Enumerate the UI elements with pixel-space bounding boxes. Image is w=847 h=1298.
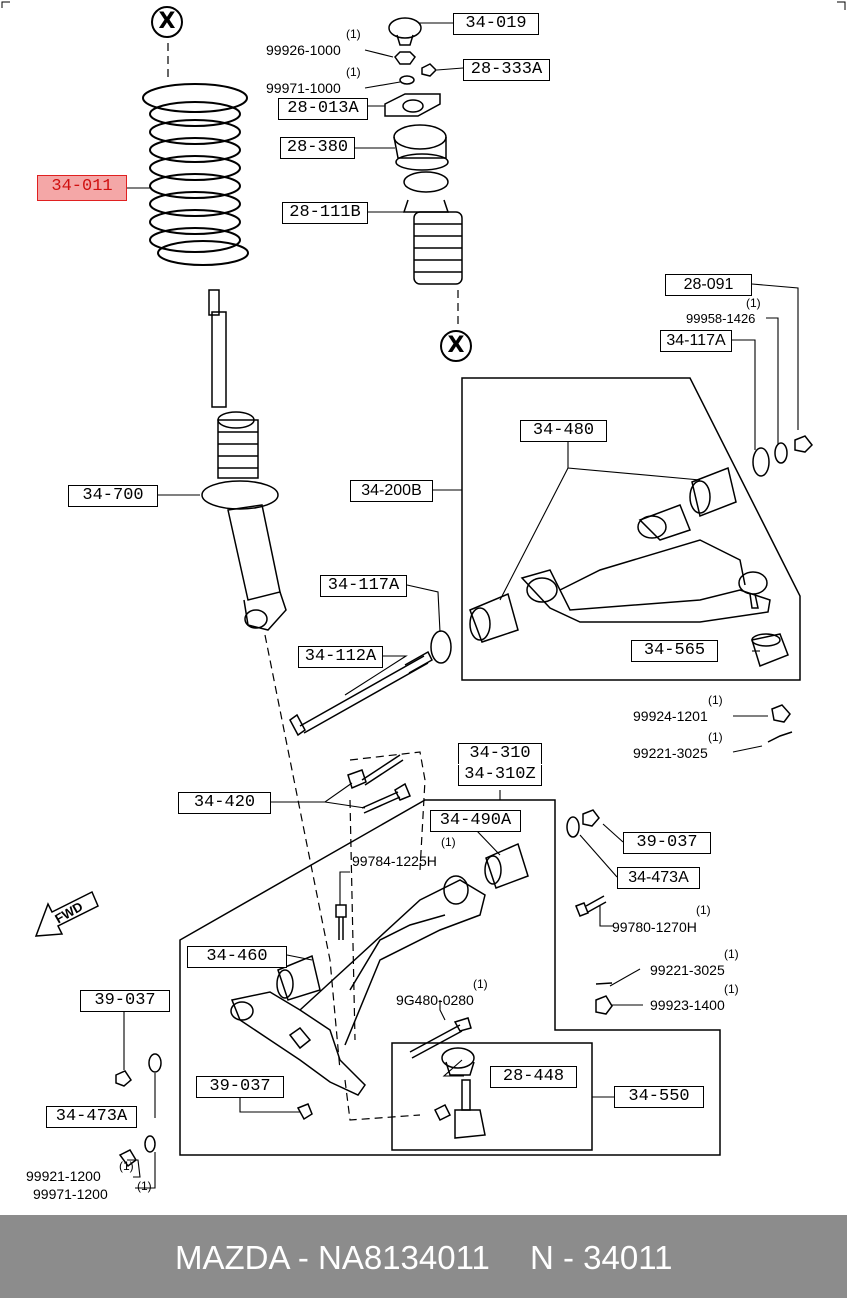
part-99780-1270H[interactable]: 99780-1270H xyxy=(612,919,697,935)
label-34-310[interactable]: 34-310 xyxy=(458,743,542,764)
shock-absorber xyxy=(201,289,287,631)
qty-99780: (1) xyxy=(696,903,711,917)
qty-99221b: (1) xyxy=(724,947,739,961)
footer-banner: MAZDA - NA8134011 N - 34011 xyxy=(0,1215,847,1298)
label-39-037-mid[interactable]: 39-037 xyxy=(196,1076,284,1098)
qty-99958: (1) xyxy=(746,296,761,310)
exploded-diagram xyxy=(1,1,846,1189)
coil-spring xyxy=(142,83,249,266)
part-9G480-0280[interactable]: 9G480-0280 xyxy=(396,992,474,1008)
part-99958-1426[interactable]: 99958-1426 xyxy=(686,311,756,326)
qty-99971a: (1) xyxy=(346,65,361,79)
label-34-460[interactable]: 34-460 xyxy=(187,946,287,968)
qty-99921: (1) xyxy=(119,1159,134,1173)
connection-marker-bottom: X xyxy=(440,330,472,362)
lower-control-arm xyxy=(230,875,486,1096)
footer-code: N - 34011 xyxy=(530,1239,673,1276)
label-34-420[interactable]: 34-420 xyxy=(178,792,271,814)
label-39-037-right[interactable]: 39-037 xyxy=(623,832,711,854)
forward-arrow-icon xyxy=(34,890,99,937)
label-34-550[interactable]: 34-550 xyxy=(614,1086,704,1108)
part-99926-1000[interactable]: 99926-1000 xyxy=(266,42,341,58)
part-99221-3025-lower[interactable]: 99221-3025 xyxy=(650,962,725,978)
label-34-565[interactable]: 34-565 xyxy=(631,640,718,662)
label-39-037-left[interactable]: 39-037 xyxy=(80,990,170,1012)
part-99921-1200[interactable]: 99921-1200 xyxy=(26,1168,101,1184)
lower-arm-frame xyxy=(179,799,721,1156)
long-bolt xyxy=(289,650,433,737)
part-99784-1225H[interactable]: 99784-1225H xyxy=(352,853,437,869)
upper-mount-parts xyxy=(384,17,463,285)
part-99971-1200[interactable]: 99971-1200 xyxy=(33,1186,108,1202)
ball-joint-frame xyxy=(391,1042,593,1151)
label-34-490A[interactable]: 34-490A xyxy=(430,810,521,832)
label-28-091[interactable]: 28-091 xyxy=(665,274,752,296)
label-34-019[interactable]: 34-019 xyxy=(453,13,539,35)
lower-bushings xyxy=(276,842,529,1001)
qty-99971b: (1) xyxy=(137,1179,152,1193)
part-99923-1400[interactable]: 99923-1400 xyxy=(650,997,725,1013)
label-28-448[interactable]: 28-448 xyxy=(490,1066,577,1088)
upper-control-arm xyxy=(520,504,771,623)
label-34-117A-top[interactable]: 34-117A xyxy=(660,330,732,352)
ball-joint xyxy=(433,1047,486,1139)
label-34-473A-left[interactable]: 34-473A xyxy=(46,1106,137,1128)
part-99971-1000[interactable]: 99971-1000 xyxy=(266,80,341,96)
label-34-112A[interactable]: 34-112A xyxy=(298,646,383,668)
label-34-473A-right[interactable]: 34-473A xyxy=(617,867,700,889)
label-34-011-highlighted[interactable]: 34-011 xyxy=(37,175,127,201)
label-34-700[interactable]: 34-700 xyxy=(68,485,158,507)
part-99221-3025-upper[interactable]: 99221-3025 xyxy=(633,745,708,761)
label-28-111B[interactable]: 28-111B xyxy=(282,202,368,224)
label-34-200B[interactable]: 34-200B xyxy=(350,480,433,502)
qty-99784: (1) xyxy=(441,835,456,849)
lower-arm-hardware xyxy=(115,704,793,1168)
qty-99926: (1) xyxy=(346,27,361,41)
upper-arm-frame xyxy=(461,377,801,681)
qty-9G480: (1) xyxy=(473,977,488,991)
label-28-013A[interactable]: 28-013A xyxy=(278,98,368,120)
upper-bushings xyxy=(469,466,789,667)
qty-99924: (1) xyxy=(708,693,723,707)
qty-99221a: (1) xyxy=(708,730,723,744)
label-28-333A[interactable]: 28-333A xyxy=(463,59,550,81)
qty-99923: (1) xyxy=(724,982,739,996)
upper-arm-hardware xyxy=(430,435,813,664)
label-34-480[interactable]: 34-480 xyxy=(520,420,607,442)
part-99924-1201[interactable]: 99924-1201 xyxy=(633,708,708,724)
connection-marker-top: X xyxy=(151,6,183,38)
label-34-310Z[interactable]: 34-310Z xyxy=(458,765,542,786)
leader-lines xyxy=(123,22,799,1189)
label-28-380[interactable]: 28-380 xyxy=(280,137,355,159)
footer-brand-part: MAZDA - NA8134011 xyxy=(175,1239,490,1276)
label-34-117A-mid[interactable]: 34-117A xyxy=(320,575,407,597)
